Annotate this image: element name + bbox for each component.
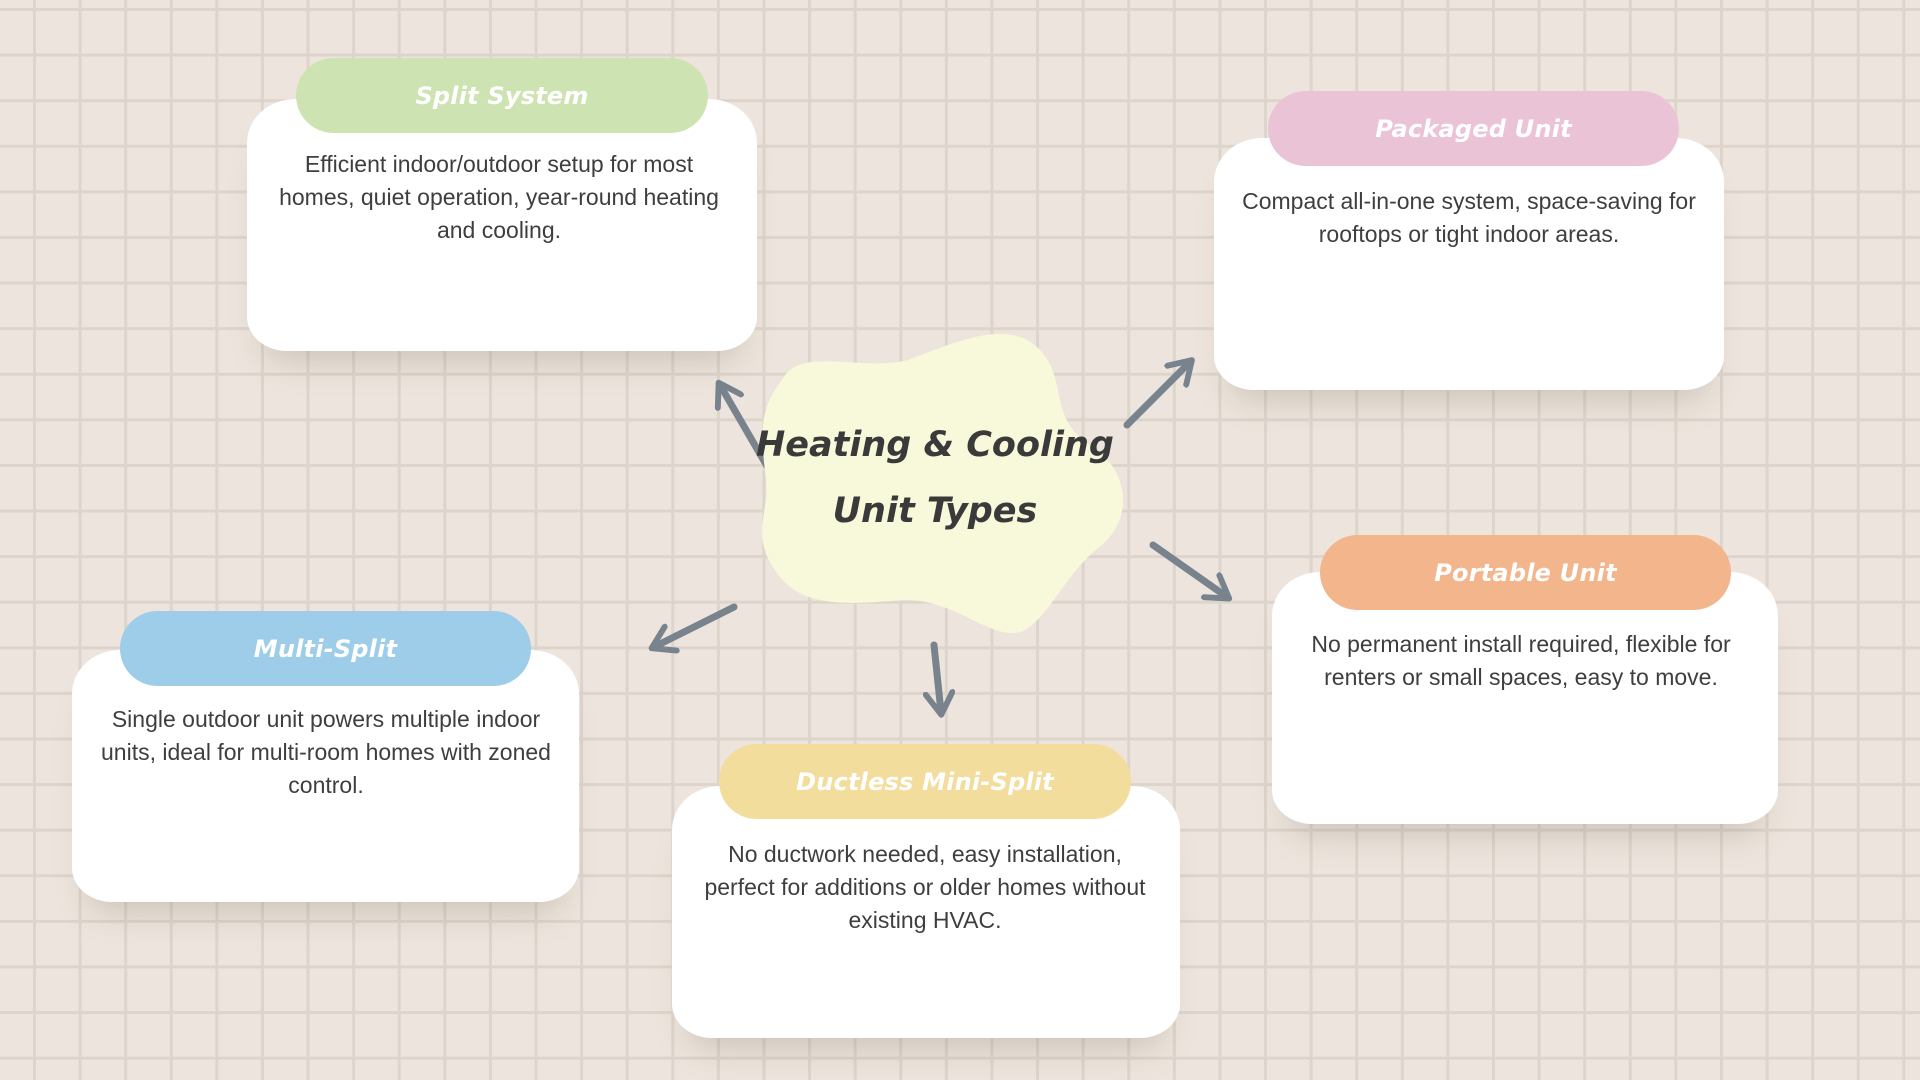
multi-split-pill: Multi-Split — [120, 611, 531, 686]
split-system-description: Efficient indoor/outdoor setup for most … — [279, 151, 719, 243]
center-blob-shape — [762, 333, 1124, 634]
packaged-unit-pill: Packaged Unit — [1268, 91, 1679, 166]
multi-split-card — [72, 650, 579, 902]
center-title: Heating & Cooling Unit Types — [745, 412, 1125, 544]
multi-split-description: Single outdoor unit powers multiple indo… — [101, 706, 551, 798]
portable-unit-card — [1272, 572, 1778, 824]
portable-unit-description: No permanent install required, flexible … — [1311, 631, 1731, 690]
split-system-pill: Split System — [296, 58, 708, 133]
ductless-mini-split-pill: Ductless Mini-Split — [719, 744, 1131, 819]
center-title-line1: Heating & Cooling — [756, 425, 1114, 465]
center-title-line2: Unit Types — [832, 491, 1038, 531]
ductless-mini-split-card — [672, 786, 1180, 1038]
portable-unit-pill: Portable Unit — [1320, 535, 1731, 610]
split-system-card — [247, 99, 757, 351]
ductless-mini-split-description: No ductwork needed, easy installation, p… — [704, 841, 1146, 933]
packaged-unit-card — [1214, 138, 1724, 390]
packaged-unit-description: Compact all-in-one system, space-saving … — [1242, 188, 1696, 247]
